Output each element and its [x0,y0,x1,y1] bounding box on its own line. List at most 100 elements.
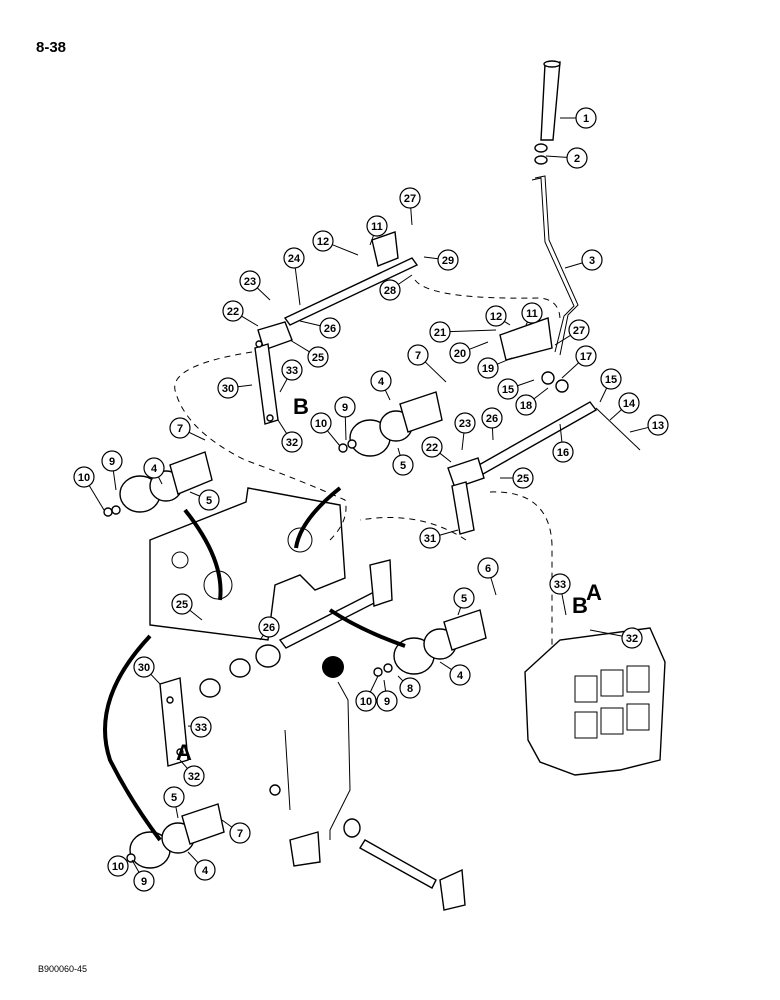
callout-28: 28 [379,274,413,301]
callout-number: 23 [244,276,256,288]
callout-circle [600,368,622,390]
callout-leader [469,341,489,350]
callout-number: 30 [222,383,234,395]
callout-leader [457,607,462,616]
callout-5: 5 [189,489,220,511]
callout-number: 7 [415,350,421,362]
callout-circle [163,786,185,808]
callout-number: 33 [286,365,298,377]
callout-number: 11 [526,308,538,320]
callout-5: 5 [453,587,475,616]
callout-leader [369,675,379,693]
cables [103,486,406,842]
callout-33: 33 [279,359,303,393]
callout-circle [171,593,193,615]
callout-circle [355,690,377,712]
callout-leader [497,357,513,365]
callout-leader [423,256,439,260]
callout-circle [399,677,421,699]
callout-32: 32 [277,419,303,453]
callout-circle [133,870,155,892]
callout-circle [194,859,216,881]
callout-circle [190,716,212,738]
callout-circle [73,466,95,488]
callout-17: 17 [561,345,597,379]
callout-32: 32 [589,627,643,649]
callout-number: 14 [623,398,636,410]
callout-number: 30 [138,662,150,674]
callout-leader [554,334,571,346]
callout-10: 10 [73,466,105,511]
callout-number: 1 [583,113,589,125]
callout-circle [312,230,334,252]
callout-number: 21 [434,327,446,339]
callout-leader [332,244,359,256]
callout-number: 5 [461,593,467,605]
callout-number: 12 [317,236,329,248]
callout-number: 32 [188,771,200,783]
callout-number: 2 [574,153,580,165]
callout-26: 26 [481,407,503,441]
callout-leader [517,379,535,387]
callout-number: 11 [371,221,383,233]
callout-9: 9 [334,396,356,441]
callout-3: 3 [564,249,603,271]
callout-circle [497,378,519,400]
callout-circle [281,359,303,381]
callout-circle [521,302,543,324]
callout-4: 4 [187,851,216,881]
callout-circle [107,855,129,877]
callout-14: 14 [609,392,640,421]
callout-leader [299,320,321,327]
callout-25: 25 [500,467,534,489]
callout-19: 19 [477,357,513,379]
callout-leader [241,315,259,327]
callout-circle [647,414,669,436]
callout-circle [101,450,123,472]
callout-circle [399,187,421,209]
letter-a-lower: A [176,740,192,765]
callout-29: 29 [423,249,459,271]
callout-7: 7 [169,417,206,441]
callout-24: 24 [283,247,305,306]
callout-number: 26 [324,323,336,335]
callout-number: 25 [517,473,529,485]
bushing-upper-left [103,451,213,517]
callout-circle [198,489,220,511]
callout-circle [229,822,251,844]
callout-number: 10 [360,696,372,708]
callout-circle [581,249,603,271]
callout-number: 33 [554,579,566,591]
callout-22: 22 [421,436,452,463]
callout-number: 20 [454,348,466,360]
callout-31: 31 [419,527,459,549]
callout-32: 32 [179,759,205,787]
lower-shaft [159,559,393,767]
callout-number: 10 [112,861,124,873]
callout-circle [552,441,574,463]
callout-leader [424,361,447,383]
callout-circle [392,454,414,476]
bushing-lower-mid [373,609,487,677]
callout-number: 25 [176,599,188,611]
callout-circle [575,345,597,367]
callout-leader [256,287,271,301]
callout-16: 16 [552,423,574,463]
callout-circle [258,616,280,638]
callout-circle [407,344,429,366]
callout-leader [279,378,288,393]
callout-leader [461,432,465,451]
callout-number: 10 [78,472,90,484]
callout-number: 28 [384,285,396,297]
callout-circle [575,107,597,129]
callout-leader [369,235,375,246]
callout-30: 30 [133,656,161,685]
callout-5: 5 [392,447,414,476]
letter-b-valve: B [572,593,588,618]
callout-number: 12 [490,311,502,323]
callout-18: 18 [515,387,549,416]
callout-9: 9 [101,450,123,491]
callout-number: 5 [400,460,406,472]
callout-circle [217,377,239,399]
